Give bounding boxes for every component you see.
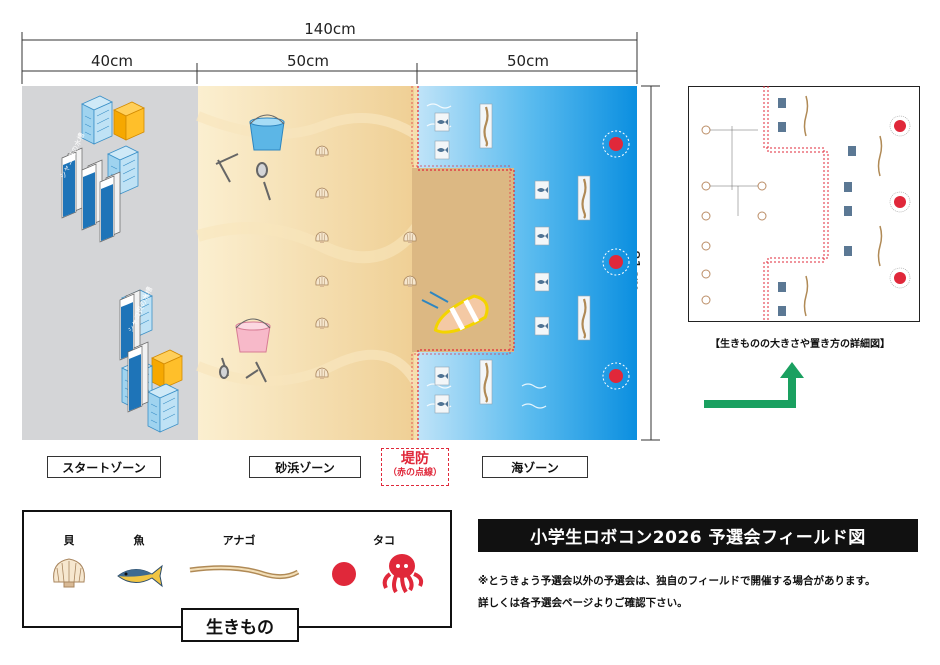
- zone-sand-label: 砂浜ゾーン: [249, 456, 361, 478]
- note-line-1: ※とうきょう予選会以外の予選会は、独自のフィールドで開催する場合があります。: [478, 575, 876, 587]
- dike-subtitle: （赤の点線）: [387, 467, 442, 478]
- bucket-icon: [249, 114, 285, 151]
- note-line-2: 詳しくは各予選会ページよりご確認下さい。: [478, 597, 688, 609]
- bucket-icon: [235, 318, 271, 353]
- eel-icon: [189, 565, 300, 580]
- legend-label-fish: 魚: [133, 534, 145, 547]
- dim-total: 140cm: [304, 20, 356, 38]
- arrow-icon: [704, 362, 804, 408]
- legend-label-shell: 貝: [63, 534, 75, 547]
- detail-map: [688, 86, 920, 322]
- legend-label-eel: アナゴ: [222, 534, 256, 547]
- shell-icon: [53, 558, 85, 588]
- legend-label-octopus: タコ: [373, 534, 395, 547]
- legend-title: 生きもの: [181, 608, 299, 642]
- legend-icons: [53, 554, 424, 594]
- page-title: 小学生ロボコン2026 予選会フィールド図: [478, 519, 918, 552]
- zone-start-label: スタートゾーン: [47, 456, 161, 478]
- detail-caption: 【生きものの大きさや置き方の詳細図】: [710, 339, 890, 350]
- zone-dike-label: 堤防 （赤の点線）: [381, 448, 449, 486]
- dike-title: 堤防: [401, 451, 429, 467]
- dim-sea: 50cm: [507, 52, 549, 70]
- fish-icon: [117, 564, 163, 588]
- octopus-icon: [382, 554, 424, 594]
- dim-sand: 50cm: [287, 52, 329, 70]
- buoy-icon: [332, 562, 356, 586]
- zone-sea-label: 海ゾーン: [482, 456, 588, 478]
- dim-start: 40cm: [91, 52, 133, 70]
- field-map: [22, 86, 637, 440]
- boat-icon: [433, 294, 489, 334]
